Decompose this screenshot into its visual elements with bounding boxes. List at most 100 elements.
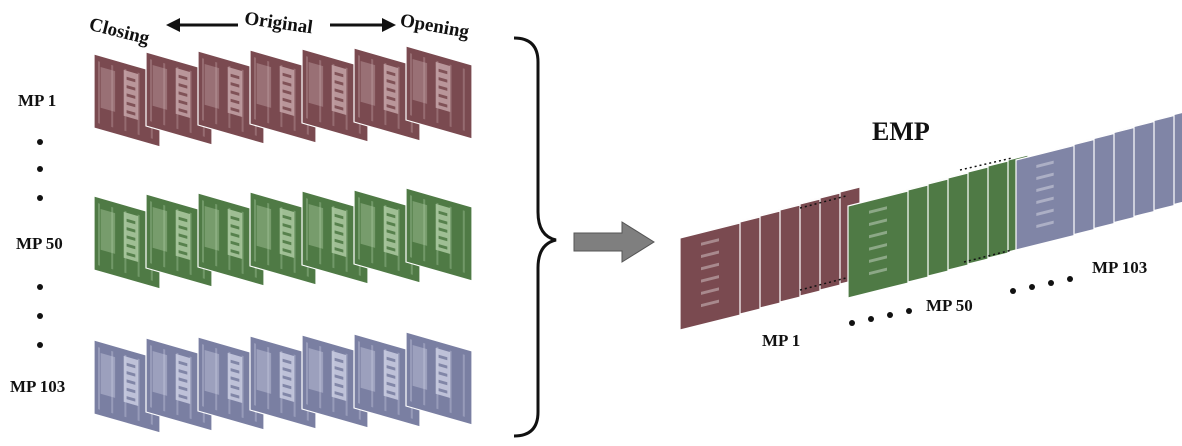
profile-image (301, 48, 369, 143)
window-row (386, 212, 396, 219)
window-row (178, 369, 188, 375)
ellipsis-dot (1029, 284, 1035, 290)
texture-stripe (98, 203, 100, 266)
window-row (438, 227, 448, 233)
field-patch (308, 61, 324, 107)
ellipsis-dot (37, 139, 43, 145)
texture-stripe (423, 56, 426, 120)
window-row (178, 91, 188, 97)
window-row (282, 89, 292, 95)
stacked-band (679, 222, 741, 331)
band-detail (1036, 220, 1054, 228)
field-patch (412, 200, 428, 246)
band-detail (701, 250, 719, 259)
window-row (386, 87, 396, 93)
band-detail (1036, 160, 1054, 168)
window-row (438, 363, 448, 369)
window-row (230, 232, 240, 238)
window-row (178, 241, 188, 248)
window-row (178, 250, 188, 256)
texture-stripe (423, 198, 426, 262)
band-detail (1036, 172, 1054, 180)
band-detail (1036, 184, 1054, 192)
window-row (230, 90, 240, 96)
window-row (282, 72, 292, 79)
window-row (178, 233, 188, 239)
window-row (178, 394, 188, 400)
window-row (230, 393, 240, 399)
field-patch (256, 348, 272, 394)
row-label-mp50: MP 50 (16, 234, 63, 253)
ellipsis-dot (37, 195, 43, 201)
window-row (334, 71, 344, 78)
window-row (386, 356, 396, 363)
window-row (282, 106, 292, 112)
window-row (386, 104, 396, 110)
window-row (438, 371, 448, 377)
band-detail (701, 287, 719, 295)
window-row (438, 235, 448, 242)
texture-stripe (215, 61, 218, 125)
profile-row-3 (93, 331, 473, 434)
window-row (282, 97, 292, 104)
window-row (230, 384, 240, 391)
texture-stripe (371, 200, 374, 264)
window-row (126, 396, 136, 402)
window-row (282, 358, 292, 365)
profile-image (93, 339, 161, 434)
window-row (282, 231, 292, 237)
field-patch (412, 344, 428, 390)
band-detail (869, 218, 887, 227)
texture-stripe (371, 58, 374, 122)
texture-stripe (98, 347, 100, 410)
window-row (438, 85, 448, 91)
field-patch (152, 64, 168, 110)
band-detail (869, 243, 887, 251)
profile-row-2 (93, 187, 473, 290)
window-row (230, 73, 240, 80)
window-row (282, 383, 292, 390)
band-detail (1036, 208, 1054, 216)
window-row (334, 96, 344, 103)
ellipsis-dot (37, 342, 43, 348)
window-row (386, 381, 396, 388)
window-row (386, 365, 396, 371)
window-row (334, 238, 344, 245)
texture-stripe (462, 210, 465, 273)
window-row (178, 377, 188, 383)
window-row (386, 246, 396, 252)
field-patch (100, 66, 116, 112)
window-row (230, 376, 240, 382)
window-row (438, 93, 448, 100)
dotted-connector (963, 249, 1013, 263)
window-row (438, 68, 448, 75)
window-row (282, 81, 292, 87)
ellipsis-dot (906, 308, 912, 314)
window-row (126, 252, 136, 258)
field-patch (204, 63, 220, 109)
texture-stripe (410, 53, 412, 116)
texture-stripe (202, 344, 204, 407)
window-row (230, 107, 240, 113)
band-detail (869, 206, 887, 214)
window-row (230, 82, 240, 88)
field-patch (308, 203, 324, 249)
field-patch (204, 205, 220, 251)
window-row (230, 359, 240, 366)
window-row (386, 79, 396, 85)
texture-stripe (215, 347, 218, 411)
ellipsis-dot (37, 284, 43, 290)
field-patch (412, 58, 428, 104)
right-arrow-head (382, 18, 396, 32)
window-row (334, 88, 344, 94)
texture-stripe (254, 199, 256, 262)
ellipsis-dot (1048, 280, 1054, 286)
window-row (126, 227, 136, 233)
profile-image (145, 337, 213, 432)
band-image (1015, 144, 1075, 251)
emp-stack-mp1 (679, 186, 861, 331)
profile-image (197, 50, 265, 145)
texture-stripe (306, 342, 308, 405)
left-arrow-head (166, 18, 180, 32)
window-row (282, 367, 292, 373)
